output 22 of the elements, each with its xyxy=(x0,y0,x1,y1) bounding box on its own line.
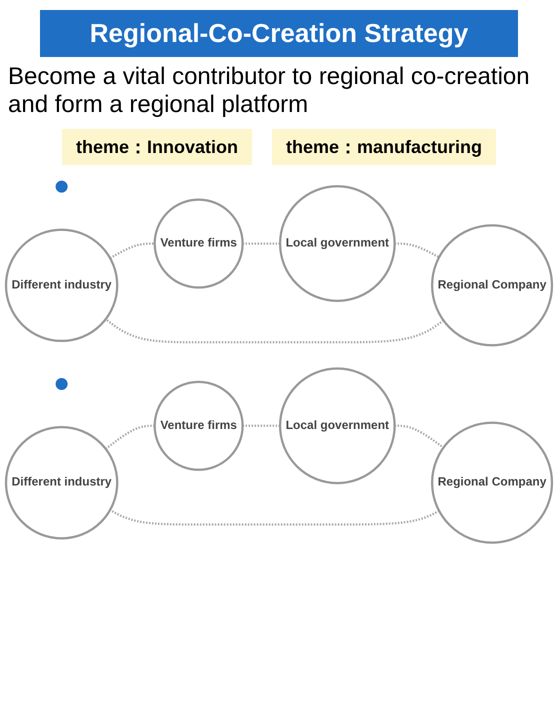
node-circle: Different industry xyxy=(4,228,118,342)
node-circle: Venture firms xyxy=(154,198,244,289)
node-circle: Regional Company xyxy=(431,422,554,544)
connector xyxy=(105,318,444,344)
theme-label: theme：manufacturing xyxy=(272,129,496,165)
node-circle: Local government xyxy=(278,185,396,302)
connector xyxy=(110,508,440,526)
connector xyxy=(394,242,440,258)
subtitle: Become a vital contributor to regional co-creation and form a regional platform xyxy=(7,63,531,119)
connector xyxy=(242,242,280,245)
connector xyxy=(242,424,280,427)
connector xyxy=(394,424,444,448)
title-banner: Regional-Co-Creation Strategy xyxy=(40,10,518,57)
node-circle xyxy=(56,378,68,390)
node-circle: Different industry xyxy=(4,426,118,540)
node-circle: Venture firms xyxy=(154,380,244,471)
theme-label: theme：Innovation xyxy=(62,129,252,165)
connector xyxy=(110,242,155,260)
node-circle xyxy=(56,180,68,193)
node-circle: Local government xyxy=(278,367,396,484)
connector xyxy=(105,424,155,450)
node-circle: Regional Company xyxy=(431,224,554,346)
